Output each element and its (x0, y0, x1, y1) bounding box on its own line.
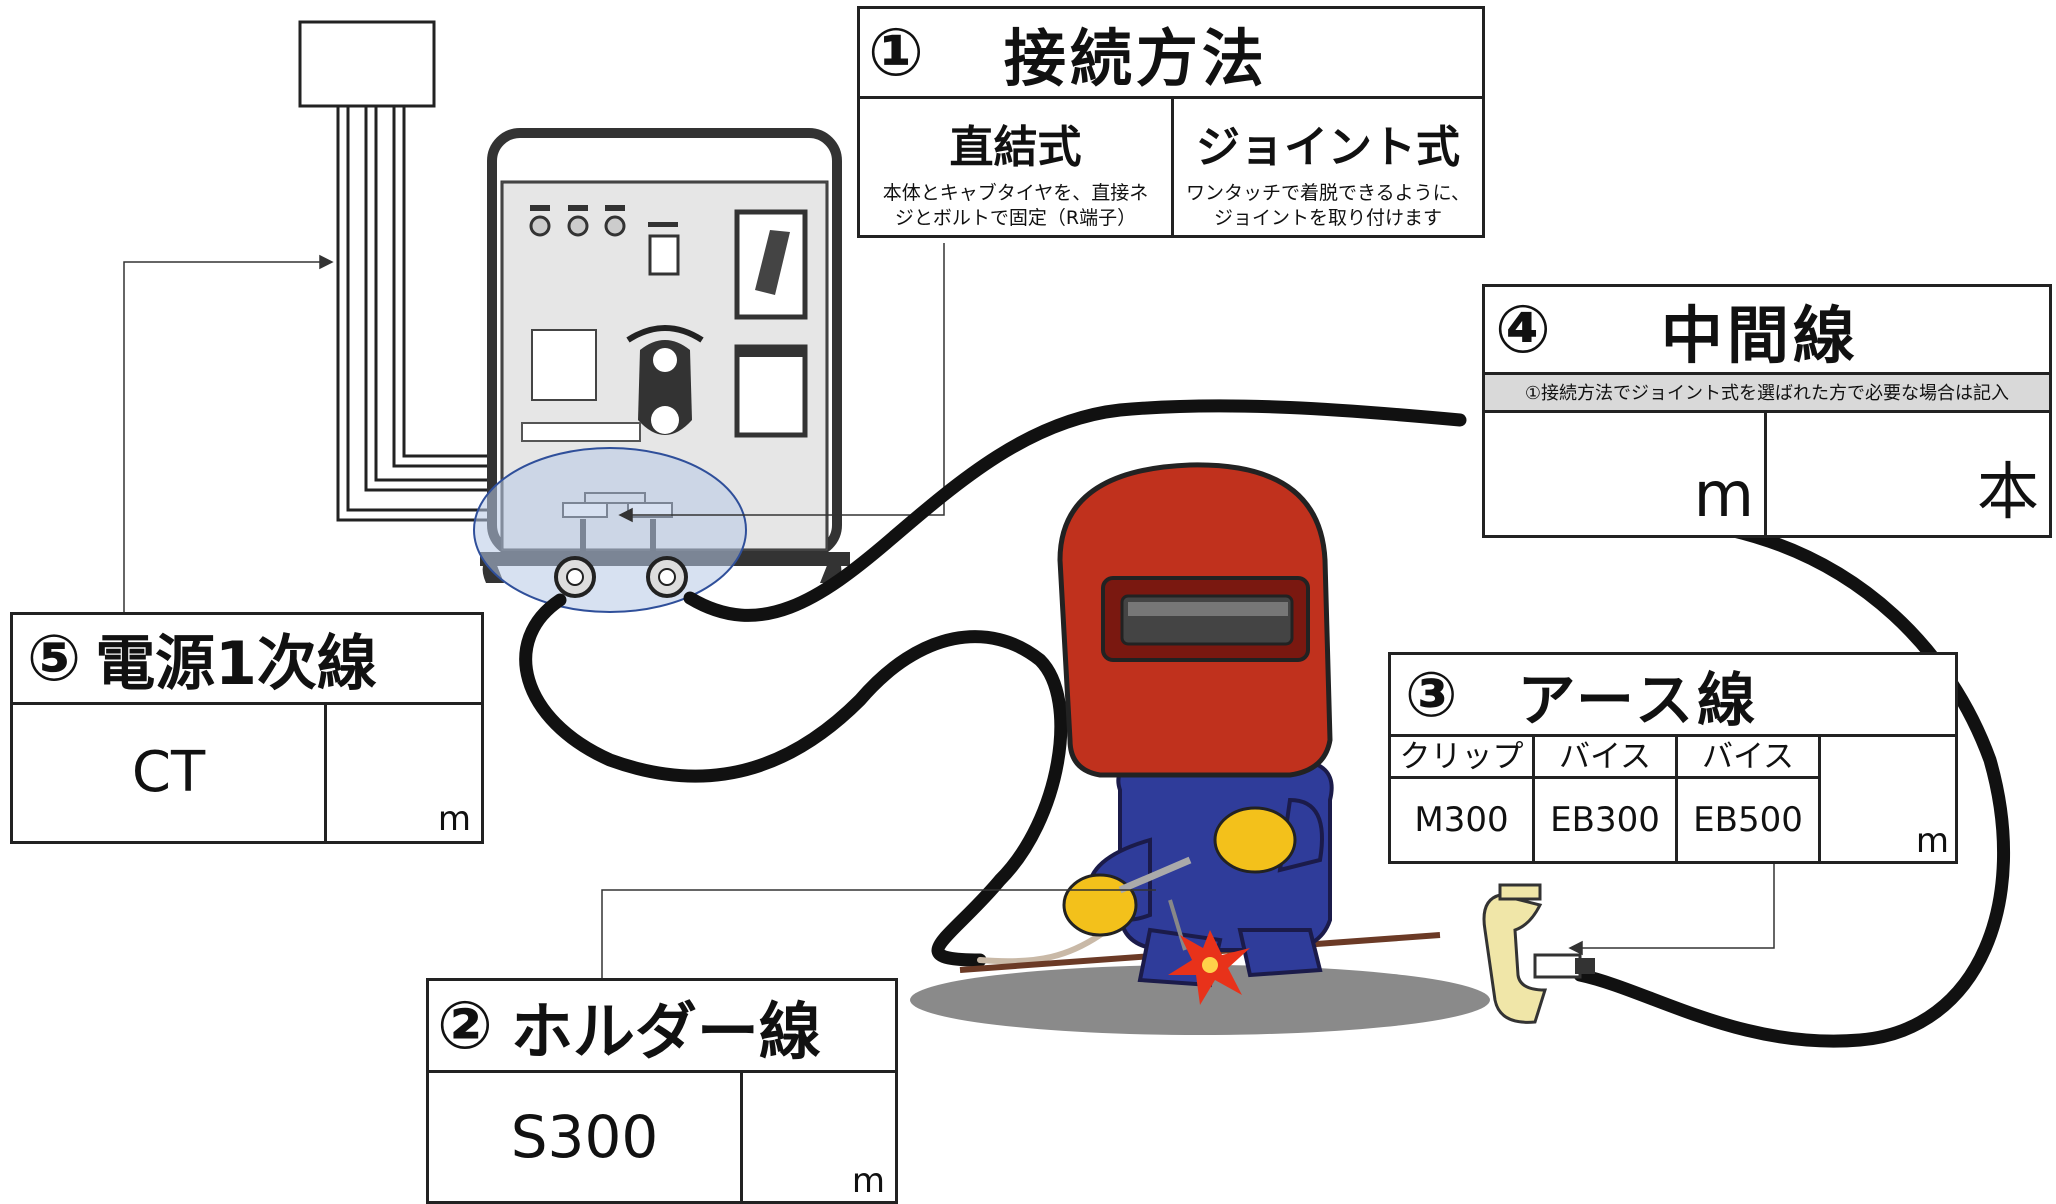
section-3-title: アース線 (1517, 665, 1760, 734)
ground-option-eb300[interactable]: EB300 (1535, 779, 1678, 861)
option-joint[interactable]: ジョイント式 ワンタッチで着脱できるように、 ジョイントを取り付けます (1174, 99, 1482, 235)
cables (519, 399, 2011, 1048)
ground-type-vise-header-2: バイス (1678, 737, 1821, 779)
primary-cable-length-field[interactable]: m (327, 705, 481, 841)
ground-option-m300[interactable]: M300 (1391, 779, 1535, 861)
option-joint-title: ジョイント式 (1196, 122, 1460, 173)
section-4-header: ④ 中間線 (1485, 287, 2049, 375)
section-1-title: 接続方法 (1003, 21, 1268, 95)
section-5-header: ⑤ 電源1次線 (13, 615, 481, 705)
leader-line-5 (123, 254, 334, 612)
section-2-header: ② ホルダー線 (429, 981, 895, 1073)
section-5-number: ⑤ (27, 621, 82, 696)
option-direct-desc-1: 本体とキャブタイヤを、直接ネ (882, 182, 1149, 204)
section-3-number: ③ (1405, 658, 1458, 731)
section-3-header: ③ アース線 (1391, 655, 1955, 737)
welding-spark-icon (1168, 930, 1250, 1005)
section-5-primary-power-cable: ⑤ 電源1次線 CT m (10, 612, 484, 844)
primary-cable-length-unit: m (437, 799, 471, 839)
section-4-count-unit: 本 (1976, 455, 2039, 528)
section-1-connection-method: ① 接続方法 直結式 本体とキャブタイヤを、直接ネ ジとボルトで固定（R端子） … (857, 6, 1485, 238)
ring-terminal-icons (554, 556, 688, 598)
option-direct-desc-2: ジとボルトで固定（R端子） (894, 207, 1137, 229)
ground-type-vise-header-1: バイス (1535, 737, 1678, 779)
option-direct-title: 直結式 (949, 122, 1082, 173)
section-4-length-field[interactable]: m (1485, 413, 1767, 535)
section-4-note: ①接続方法でジョイント式を選ばれた方で必要な場合は記入 (1485, 375, 2049, 413)
primary-cable-type[interactable]: CT (13, 705, 327, 841)
holder-cable-length-unit: m (851, 1161, 885, 1201)
leader-line-3 (1568, 860, 1775, 956)
ground-type-clip-header: クリップ (1391, 737, 1535, 779)
section-2-number: ② (437, 987, 493, 1064)
section-1-header: ① 接続方法 (860, 9, 1482, 99)
section-4-count-field[interactable]: 本 (1767, 413, 2049, 535)
section-2-holder-cable: ② ホルダー線 S300 m (426, 978, 898, 1204)
terminal-highlight (473, 447, 747, 613)
section-3-ground-cable: ③ アース線 クリップ バイス バイス M300 EB300 EB500 m (1388, 652, 1958, 864)
section-4-intermediate-cable: ④ 中間線 ①接続方法でジョイント式を選ばれた方で必要な場合は記入 m 本 (1482, 284, 2052, 538)
section-1-number: ① (868, 13, 924, 91)
welder-worker-icon (1057, 462, 1334, 988)
section-2-title: ホルダー線 (510, 994, 821, 1068)
option-joint-desc-2: ジョイントを取り付けます (1213, 207, 1442, 229)
leader-line-1 (618, 243, 945, 523)
leader-line-2 (601, 889, 1156, 978)
ground-option-eb500[interactable]: EB500 (1678, 779, 1821, 861)
section-4-title: 中間線 (1660, 298, 1859, 372)
section-5-title: 電源1次線 (95, 629, 377, 699)
power-wires (336, 106, 492, 522)
power-source-box (298, 20, 436, 108)
ground-length-unit: m (1915, 821, 1949, 861)
ground-length-field[interactable]: m (1821, 737, 1955, 861)
option-direct[interactable]: 直結式 本体とキャブタイヤを、直接ネ ジとボルトで固定（R端子） (860, 99, 1174, 235)
holder-cable-type[interactable]: S300 (429, 1073, 743, 1201)
ground-clamp-icon (1482, 883, 1595, 1024)
section-4-number: ④ (1495, 291, 1551, 368)
section-4-length-unit: m (1693, 458, 1754, 531)
holder-cable-length-field[interactable]: m (743, 1073, 895, 1201)
option-joint-desc-1: ワンタッチで着脱できるように、 (1185, 182, 1471, 204)
